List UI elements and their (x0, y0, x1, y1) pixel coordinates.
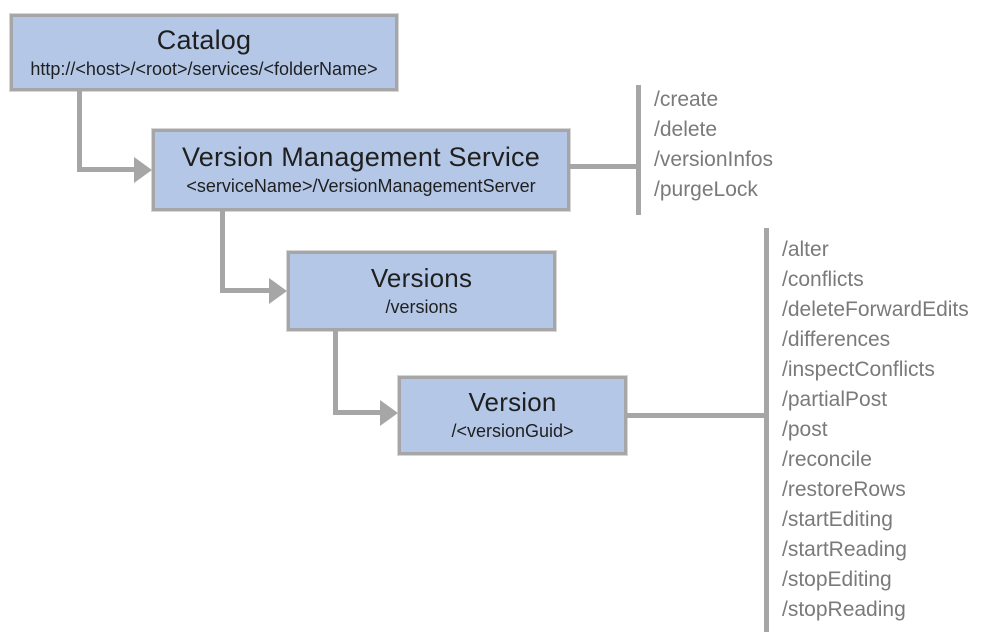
version-management-service-title: Version Management Service (182, 142, 540, 173)
connector-versions-to-version-vertical (333, 330, 338, 415)
catalog-url-pattern: http://<host>/<root>/services/<folderNam… (30, 58, 378, 79)
operation-item: /delete (654, 118, 718, 141)
version-title: Version (468, 387, 557, 418)
operation-item: /conflicts (782, 268, 864, 291)
version-operations-bracket-bar (764, 228, 769, 632)
vms-operations-bracket-bar (636, 85, 641, 215)
operation-item: /alter (782, 238, 829, 261)
connector-vms-to-versions-vertical (220, 210, 225, 293)
vms-operations-list: /create/delete/versionInfos/purgeLock (654, 85, 773, 205)
operation-item: /versionInfos (654, 148, 774, 171)
versions-node: Versions /versions (287, 251, 556, 331)
operation-item: /differences (782, 328, 891, 351)
operation-item: /inspectConflicts (782, 358, 935, 381)
connector-versions-to-version-horizontal (333, 410, 382, 415)
operation-item: /stopReading (782, 598, 906, 621)
arrowhead-into-version-icon (380, 400, 398, 426)
connector-vms-to-operations (569, 164, 637, 169)
connector-catalog-to-vms-vertical (77, 91, 82, 172)
arrowhead-into-versions-icon (269, 278, 287, 304)
operation-item: /partialPost (782, 388, 888, 411)
arrowhead-into-vms-icon (134, 157, 152, 183)
operation-item: /create (654, 88, 719, 111)
version-operations-list: /alter/conflicts/deleteForwardEdits/diff… (782, 235, 969, 625)
operation-item: /restoreRows (782, 478, 906, 501)
operation-item: /purgeLock (654, 178, 758, 201)
catalog-title: Catalog (156, 24, 252, 55)
version-node: Version /<versionGuid> (398, 376, 627, 455)
operation-item: /startReading (782, 538, 907, 561)
connector-catalog-to-vms-horizontal (77, 167, 136, 172)
operation-item: /deleteForwardEdits (782, 298, 969, 321)
operation-item: /reconcile (782, 448, 872, 471)
version-management-service-url-pattern: <serviceName>/VersionManagementServer (186, 176, 536, 197)
versions-title: Versions (370, 262, 473, 293)
catalog-node: Catalog http://<host>/<root>/services/<f… (10, 14, 398, 91)
connector-vms-to-versions-horizontal (220, 288, 271, 293)
operation-item: /startEditing (782, 508, 893, 531)
versions-url-pattern: /versions (385, 296, 458, 317)
operation-item: /stopEditing (782, 568, 892, 591)
connector-version-to-operations (626, 413, 765, 418)
operation-item: /post (782, 418, 828, 441)
version-url-pattern: /<versionGuid> (451, 421, 574, 442)
version-management-service-node: Version Management Service <serviceName>… (152, 129, 570, 211)
